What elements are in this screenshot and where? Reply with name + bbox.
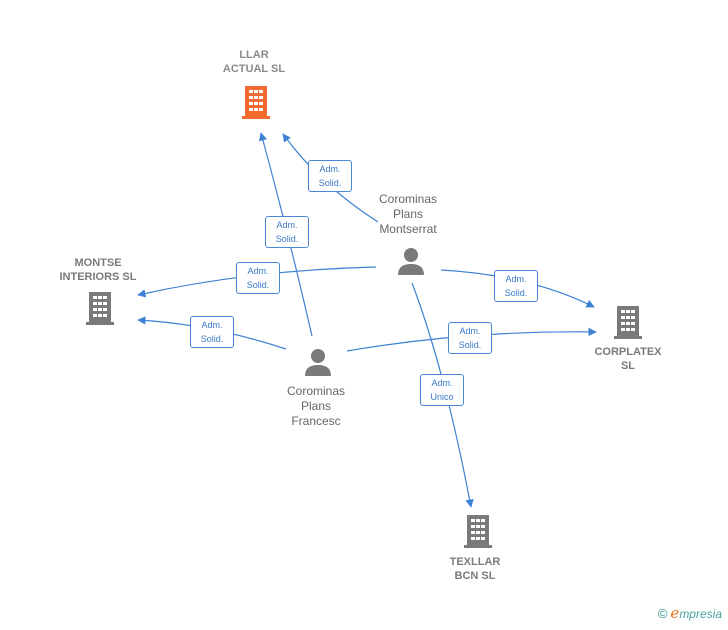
edge-badge-francesc-montse[interactable]: Adm. Solid. xyxy=(190,316,234,348)
edge-role-line1: Adm. xyxy=(459,326,481,336)
edge-role-line2: Solid. xyxy=(246,280,270,290)
edge-badge-francesc-corplatex[interactable]: Adm. Solid. xyxy=(448,322,492,354)
edge-role-line1: Adm. xyxy=(201,320,223,330)
edge-role-line1: Adm. xyxy=(431,378,453,388)
company-texllar-label[interactable]: TEXLLAR BCN SL xyxy=(449,556,501,582)
edge-badge-montserrat-llar[interactable]: Adm. Solid. xyxy=(308,160,352,192)
edge-role-line2: Solid. xyxy=(200,334,224,344)
building-icon-texllar[interactable] xyxy=(462,513,494,549)
person-francesc-label[interactable]: Corominas Plans Francesc xyxy=(286,384,346,428)
edge-role-line2: Solid. xyxy=(458,340,482,350)
edge-role-line2: Solid. xyxy=(504,288,528,298)
copyright-icon: © xyxy=(657,606,668,621)
person-montserrat-label[interactable]: Corominas Plans Montserrat xyxy=(378,192,438,236)
edge-role-line1: Adm. xyxy=(505,274,527,284)
edge-role-line1: Adm. xyxy=(247,266,269,276)
person-icon-francesc[interactable] xyxy=(303,347,333,377)
edge-role-line1: Adm. xyxy=(319,164,341,174)
company-llar-label[interactable]: LLAR ACTUAL SL xyxy=(222,49,286,75)
building-icon-llar[interactable] xyxy=(240,84,272,120)
person-icon-montserrat[interactable] xyxy=(396,246,426,276)
company-montse-label[interactable]: MONTSE INTERIORS SL xyxy=(59,257,137,283)
edge-badge-francesc-llar[interactable]: Adm. Solid. xyxy=(265,216,309,248)
edge-badge-montserrat-texllar[interactable]: Adm. Unico xyxy=(420,374,464,406)
edge-role-line2: Unico xyxy=(430,392,454,402)
edge-role-line2: Solid. xyxy=(318,178,342,188)
brand-name: mpresia xyxy=(679,607,722,621)
edge-badge-montserrat-montse[interactable]: Adm. Solid. xyxy=(236,262,280,294)
edge-role-line2: Solid. xyxy=(275,234,299,244)
building-icon-corplatex[interactable] xyxy=(612,304,644,340)
brand-logo-initial: e xyxy=(670,604,680,622)
brand-footer[interactable]: ©empresia xyxy=(658,604,722,622)
edge-role-line1: Adm. xyxy=(276,220,298,230)
company-corplatex-label[interactable]: CORPLATEX SL xyxy=(594,346,662,372)
building-icon-montse[interactable] xyxy=(84,290,116,326)
edge-badge-montserrat-corplatex[interactable]: Adm. Solid. xyxy=(494,270,538,302)
